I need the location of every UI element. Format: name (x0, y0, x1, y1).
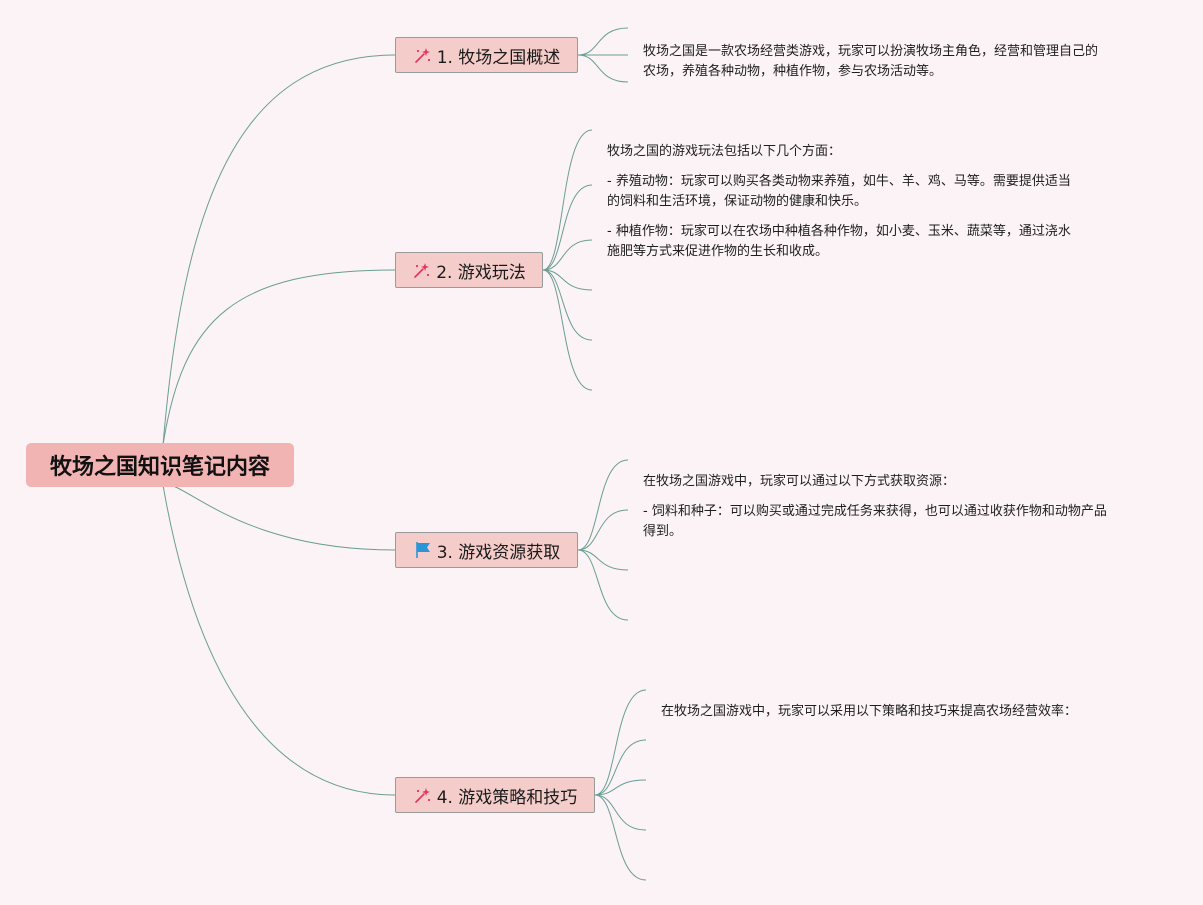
sparkle-icon (413, 45, 433, 65)
note-resources-feed-line-2: 得到。 (643, 524, 683, 539)
branch-connector-3-4 (577, 549, 629, 621)
topic-gameplay-label: 2. 游戏玩法 (436, 262, 526, 283)
branch-connector-2-5 (542, 269, 593, 341)
note-gameplay-animals-line-1: - 养殖动物：玩家可以购买各类动物来养殖，如牛、羊、鸡、马等。需要提供适当 (607, 174, 1071, 189)
central-topic[interactable]: 牧场之国知识笔记内容 (26, 443, 294, 487)
topic-overview[interactable]: 1. 牧场之国概述 (395, 37, 578, 73)
branch-connector-4-2 (594, 739, 647, 796)
branch-connector-4-5 (594, 794, 647, 881)
branch-connector-4-4 (594, 794, 647, 831)
branch-connector-3-1 (577, 459, 629, 551)
flag-icon (413, 540, 433, 560)
branch-connector-2-3 (542, 239, 593, 271)
topic-gameplay[interactable]: 2. 游戏玩法 (395, 252, 543, 288)
note-strategy-intro: 在牧场之国游戏中，玩家可以采用以下策略和技巧来提高农场经营效率： (661, 704, 1078, 719)
root-connector-4 (162, 484, 396, 796)
branch-connector-2-2 (542, 184, 593, 271)
root-connector-3 (162, 483, 396, 551)
topic-overview-label: 1. 牧场之国概述 (436, 47, 561, 68)
note-resources-intro: 在牧场之国游戏中，玩家可以通过以下方式获取资源： (643, 474, 956, 489)
note-resources-feed-line-1: - 饲料和种子：可以购买或通过完成任务来获得，也可以通过收获作物和动物产品 (643, 504, 1107, 519)
root-connector-1 (162, 54, 396, 446)
branch-connector-2-6 (542, 269, 593, 391)
branch-connector-3-2 (577, 509, 629, 551)
branch-connector-4-3 (594, 779, 647, 796)
sparkle-icon (412, 260, 432, 280)
root-connector-2 (162, 269, 396, 446)
central-topic-label: 牧场之国知识笔记内容 (49, 455, 270, 480)
note-overview-line-1: 牧场之国是一款农场经营类游戏，玩家可以扮演牧场主角色，经营和管理自己的 (643, 44, 1099, 59)
branch-connector-4-1 (594, 689, 647, 796)
note-overview-line-2: 农场，养殖各种动物，种植作物，参与农场活动等。 (643, 64, 943, 79)
note-gameplay-crops-line-2: 施肥等方式来促进作物的生长和收成。 (607, 244, 829, 259)
branch-connector-1-3 (577, 54, 629, 83)
branch-connector-1-1 (577, 27, 629, 56)
sparkle-icon (413, 785, 433, 805)
note-gameplay-animals-line-2: 的饲料和生活环境，保证动物的健康和快乐。 (607, 194, 868, 209)
topic-strategy[interactable]: 4. 游戏策略和技巧 (395, 777, 595, 813)
branch-connector-2-1 (542, 129, 593, 271)
note-gameplay-intro: 牧场之国的游戏玩法包括以下几个方面： (607, 144, 842, 159)
branch-connector-3-3 (577, 549, 629, 571)
topic-resources-label: 3. 游戏资源获取 (436, 542, 561, 563)
note-gameplay-crops-line-1: - 种植作物：玩家可以在农场中种植各种作物，如小麦、玉米、蔬菜等，通过浇水 (607, 224, 1071, 239)
branch-connector-2-4 (542, 269, 593, 291)
topic-strategy-label: 4. 游戏策略和技巧 (436, 787, 578, 808)
topic-resources[interactable]: 3. 游戏资源获取 (395, 532, 578, 568)
